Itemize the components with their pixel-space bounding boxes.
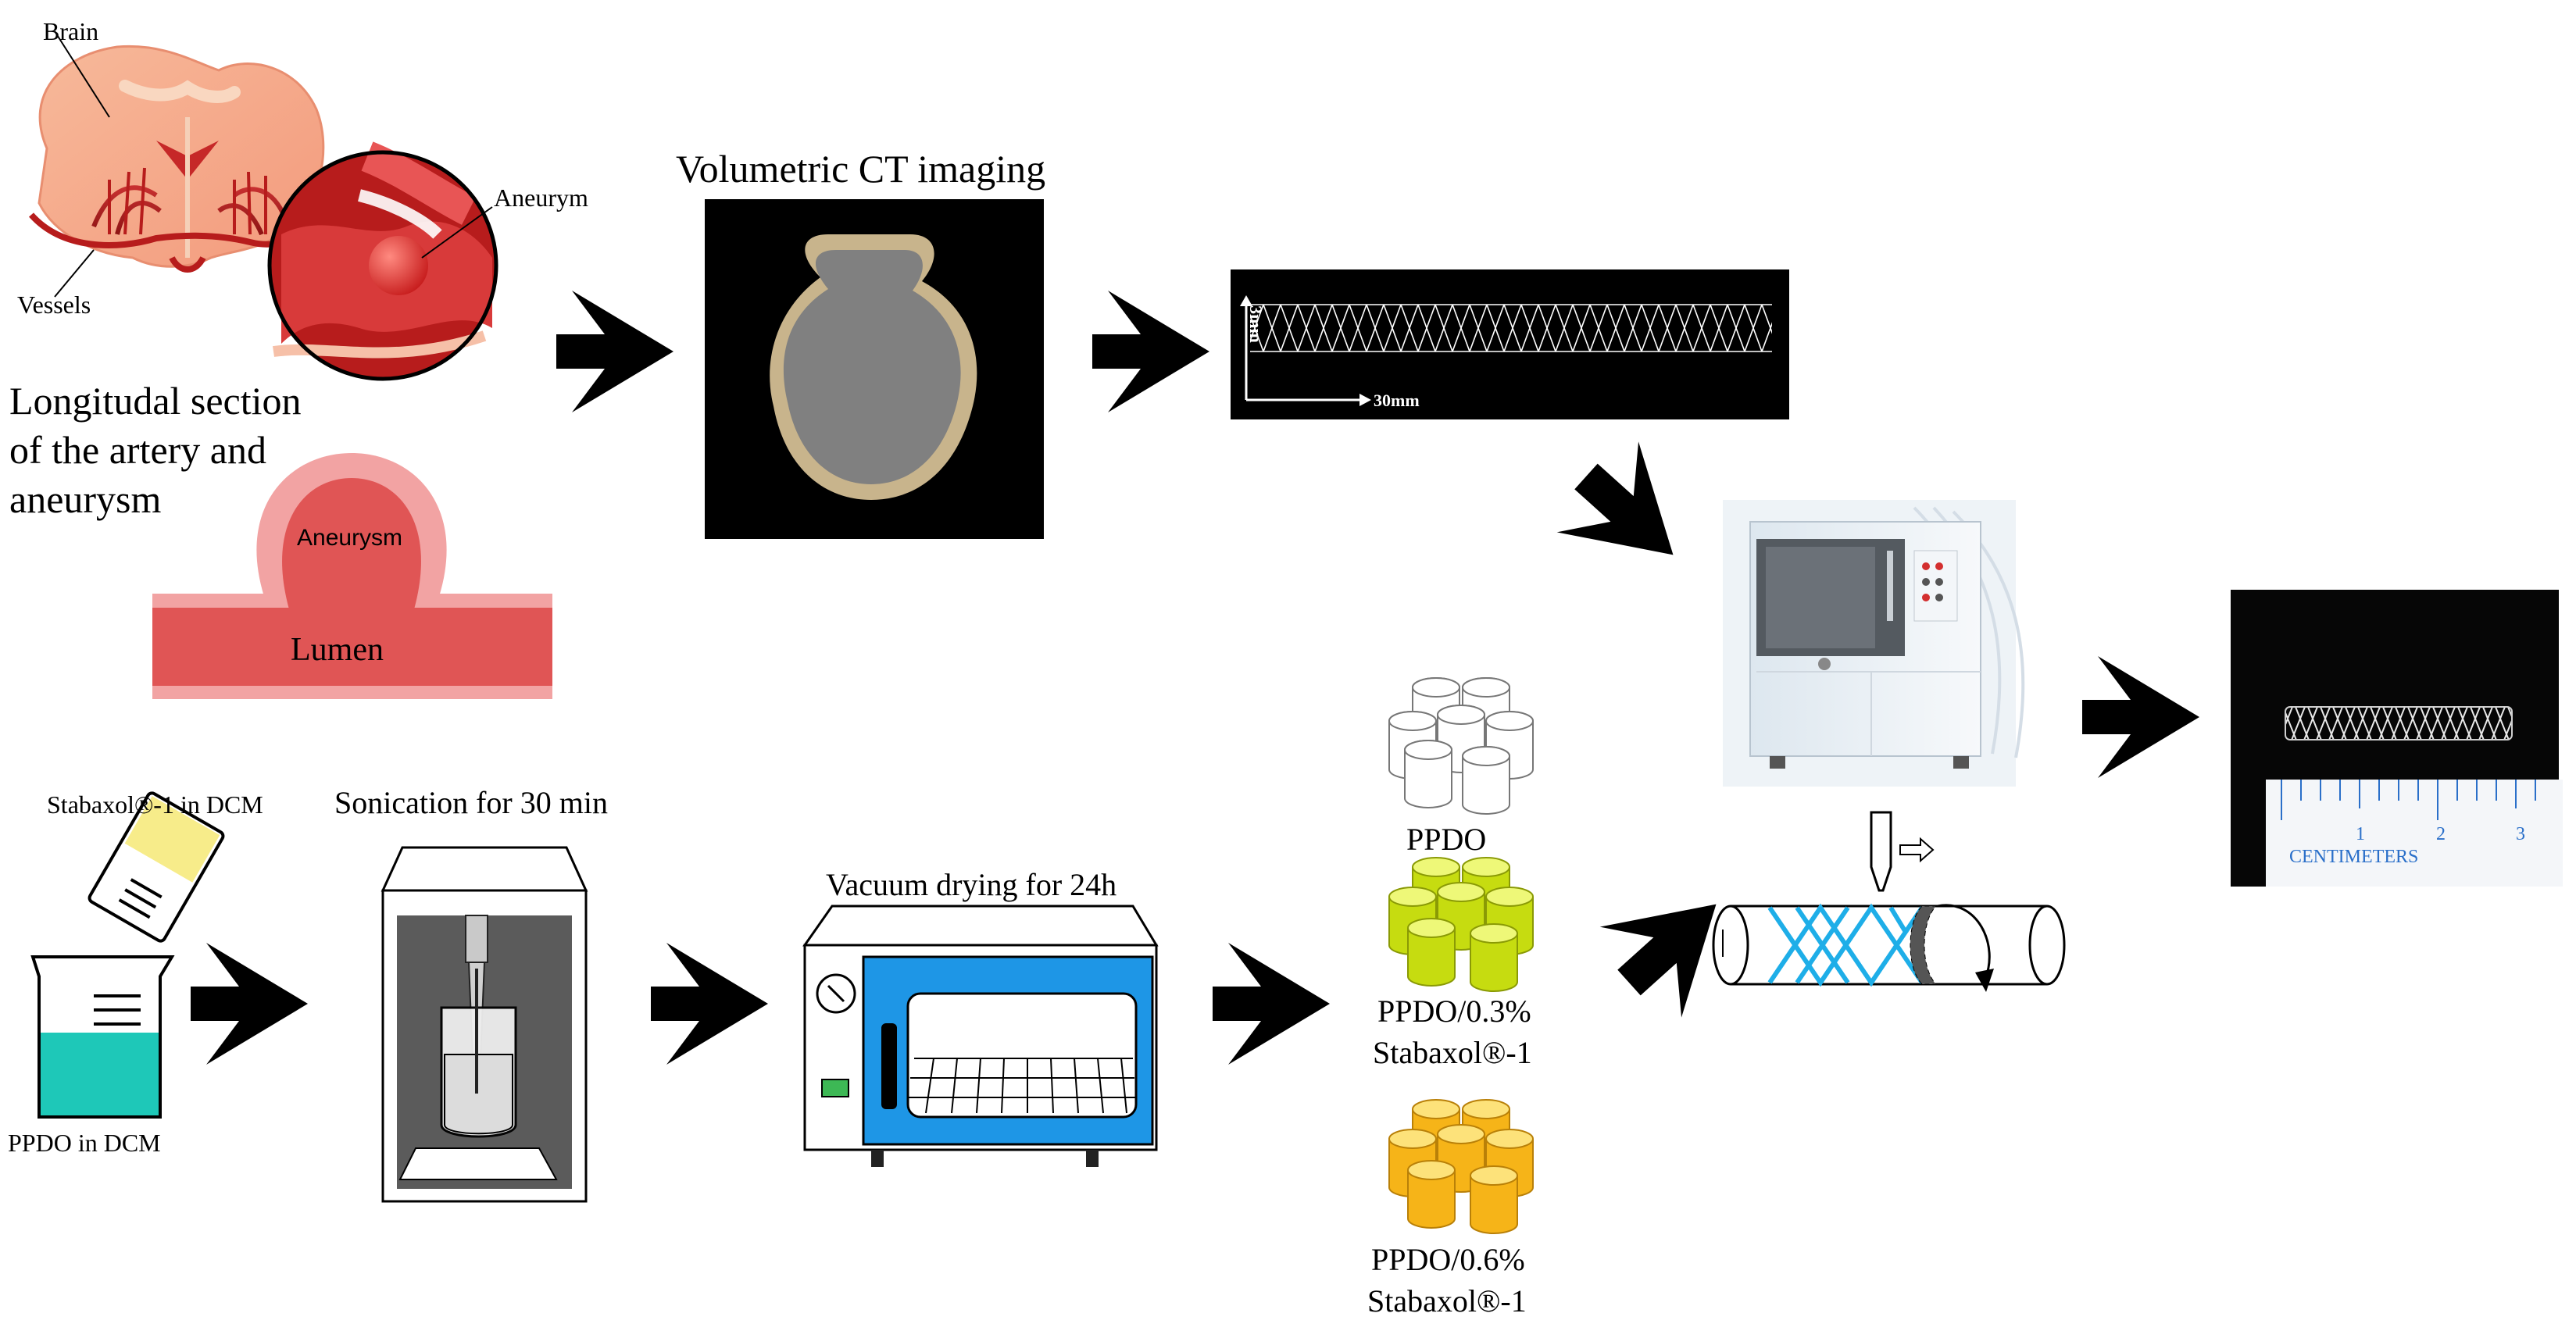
- pellets-ppdo-06: [1388, 1099, 1534, 1234]
- ppdo-dcm-label: PPDO in DCM: [8, 1129, 161, 1157]
- arrow-ct-to-design: [1092, 291, 1209, 412]
- arrow-sonication-to-vacuum: [651, 943, 768, 1065]
- ppdo-03-line-2: Stabaxol®-1: [1373, 1035, 1532, 1070]
- sonicator: [381, 846, 588, 1203]
- aneurysm-magnifier: [267, 141, 498, 381]
- ppdo-label: PPDO: [1406, 822, 1487, 857]
- ruler-tick-1: 1: [2356, 824, 2365, 844]
- stent-length-label: 30mm: [1374, 391, 1420, 410]
- arrow-vacuum-to-materials: [1213, 943, 1330, 1065]
- ruler-tick-2: 2: [2436, 824, 2446, 844]
- ppdo-03-line-1: PPDO/0.3%: [1377, 994, 1531, 1029]
- ruler-tick-3: 3: [2516, 824, 2525, 844]
- pellets-ppdo-03: [1388, 857, 1534, 992]
- aneurysm-section-label: Aneurysm: [297, 525, 403, 551]
- printer-3d: [1723, 500, 2025, 787]
- aneurym-label: Aneurym: [494, 184, 588, 212]
- arrow-design-to-printer: [1545, 431, 1714, 601]
- stent-height-label: 3mm: [1246, 305, 1266, 343]
- stabaxol-label: Stabaxol®-1 in DCM: [47, 790, 263, 819]
- section-caption-line-3: aneurysm: [9, 477, 162, 521]
- final-stent-photo: [2231, 590, 2563, 887]
- arrow-brain-to-ct: [556, 291, 673, 412]
- ppdo-beaker: [30, 955, 175, 1119]
- ppdo-06-line-1: PPDO/0.6%: [1371, 1242, 1525, 1277]
- vacuum-label: Vacuum drying for 24h: [826, 867, 1117, 902]
- stent-design: [1231, 269, 1789, 419]
- ct-image: [705, 199, 1044, 539]
- ruler-label: CENTIMETERS: [2289, 847, 2418, 867]
- section-caption-line-1: Longitudal section: [9, 379, 302, 423]
- vessels-label: Vessels: [17, 291, 91, 319]
- ct-title: Volumetric CT imaging: [676, 147, 1046, 191]
- section-caption-line-2: of the artery and: [9, 428, 267, 472]
- sonication-label: Sonication for 30 min: [334, 785, 608, 820]
- brain-label: Brain: [43, 17, 99, 45]
- arrow-mix-to-sonication: [191, 943, 308, 1065]
- stabaxol-vial: [88, 791, 225, 943]
- arrow-printer-to-stent: [2082, 656, 2199, 778]
- mandrel-printing: [1712, 811, 2066, 992]
- artery-section: [152, 453, 552, 699]
- vacuum-oven: [802, 905, 1159, 1167]
- lumen-label: Lumen: [291, 632, 384, 668]
- ppdo-06-line-2: Stabaxol®-1: [1367, 1283, 1527, 1319]
- pellets-ppdo: [1388, 677, 1534, 815]
